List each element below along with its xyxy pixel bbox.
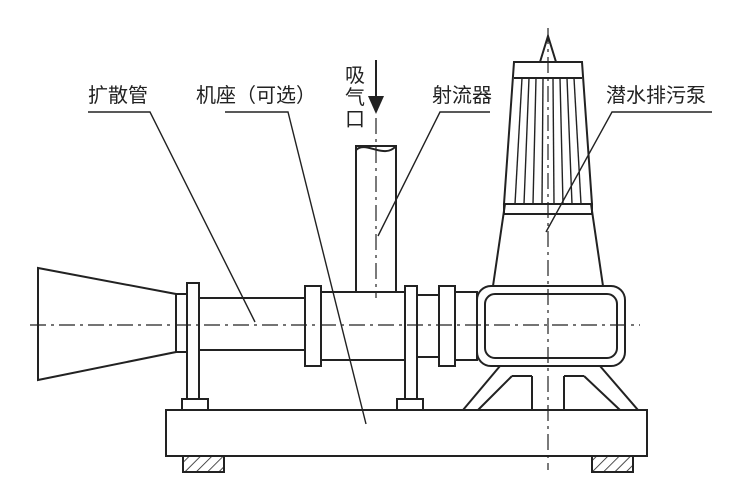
label-ejector: 射流器 — [432, 83, 492, 107]
leader-diffuser — [88, 111, 256, 323]
base-foot-right — [591, 455, 634, 473]
pump-stand — [462, 365, 639, 411]
label-suction-3: 口 — [345, 107, 365, 131]
flange-1 — [186, 282, 200, 400]
pump-volute — [476, 285, 626, 367]
leader-base — [225, 111, 367, 425]
flange-4 — [438, 285, 456, 367]
leader-pump — [545, 111, 712, 233]
support-block-right — [396, 398, 424, 411]
diffuser-collar — [175, 293, 188, 353]
label-diffuser: 扩散管 — [88, 83, 148, 107]
label-base: 机座（可选） — [196, 83, 316, 107]
diffuser-cone — [37, 266, 177, 382]
label-suction-1: 吸 — [345, 63, 365, 87]
flange-2 — [304, 285, 322, 367]
pump-inlet — [454, 291, 478, 361]
pump-volute-inner — [484, 293, 618, 359]
leader-ejector — [377, 111, 490, 237]
pipe-section-2 — [416, 294, 440, 358]
ejector-body — [320, 291, 406, 361]
suction-pipe-break — [355, 145, 397, 153]
pump-cooling-fins — [514, 77, 582, 205]
flange-3 — [404, 285, 418, 400]
pipe-section-1 — [198, 297, 306, 351]
suction-arrow-icon — [368, 60, 384, 114]
base-foot-left — [182, 455, 225, 473]
label-suction-2: 气 — [345, 85, 365, 109]
base-frame — [165, 409, 648, 457]
label-pump: 潜水排污泵 — [606, 83, 706, 107]
support-block-left — [181, 398, 209, 411]
